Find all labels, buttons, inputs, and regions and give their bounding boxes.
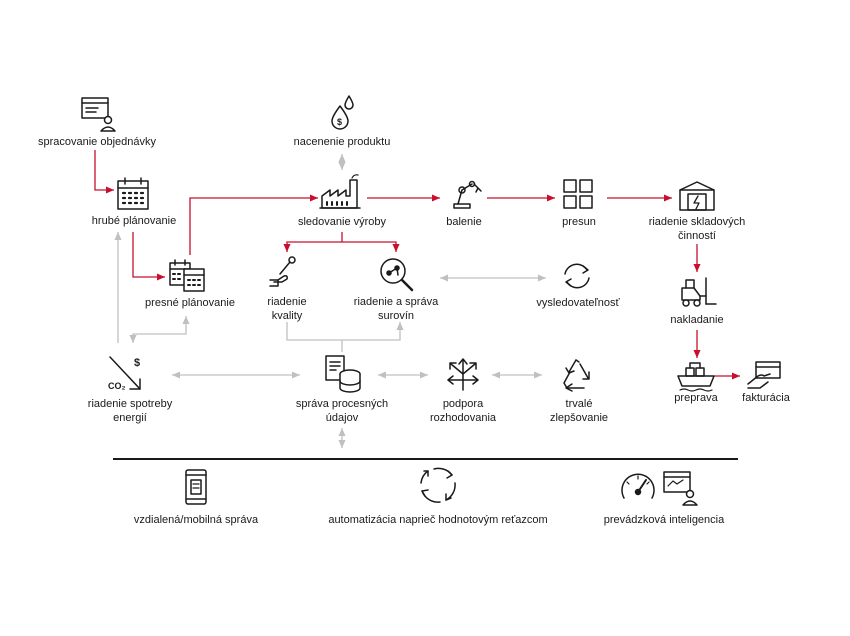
node-invoicing: fakturácia (742, 392, 790, 404)
quality-hand-icon (269, 256, 296, 287)
node-traceability: vysledovateľnosť (536, 297, 620, 309)
arrow-rough-to-precise (132, 232, 165, 281)
node-packing: balenie (446, 216, 482, 228)
automation-cycle-icon (420, 467, 456, 503)
calendar-icon (117, 177, 149, 210)
link-quality-materials-data (286, 322, 404, 341)
price-dollar-glyph: $ (337, 117, 342, 127)
arrow-branch-to-quality (283, 241, 342, 252)
arrow-branch-to-materials (342, 241, 400, 252)
speedometer-icon (621, 473, 655, 499)
invoice-card-icon (747, 361, 781, 389)
node-pricing: nacenenie produktu (293, 136, 391, 148)
energy-icon (109, 356, 141, 390)
magnifier-molecule-icon (380, 258, 414, 292)
decision-arrows-icon (447, 358, 479, 391)
forklift-icon (681, 277, 717, 307)
node-transport: preprava (674, 392, 718, 404)
arrow-precise-to-tracking (189, 194, 318, 255)
node-precise-planning: presné plánovanie (145, 297, 235, 309)
dollar-glyph: $ (134, 357, 140, 369)
footer-mobile-management: vzdialená/mobilná správa (133, 514, 259, 526)
node-rough-planning: hrubé plánovanie (91, 215, 177, 227)
price-drops-icon (331, 95, 354, 130)
robot-arm-icon (453, 180, 482, 209)
database-document-icon (325, 355, 361, 393)
mobile-phone-icon (185, 469, 207, 505)
double-calendar-icon (169, 259, 205, 292)
ship-icon (677, 362, 715, 392)
link-precise-energy (129, 316, 190, 343)
node-loading: nakladanie (670, 314, 724, 326)
node-order-processing: spracovanie objednávky (37, 136, 157, 148)
order-form-icon (81, 97, 116, 132)
footer-automation: automatizácia naprieč hodnotovým reťazco… (328, 514, 548, 526)
operator-screen-icon (663, 471, 698, 506)
factory-icon (319, 174, 361, 209)
warehouse-icon (679, 181, 715, 211)
grid-squares-icon (563, 179, 593, 209)
node-move: presun (562, 216, 596, 228)
co2-glyph: CO₂ (108, 381, 126, 391)
recycle-triangle-icon (563, 359, 590, 392)
cycle-arrows-icon (564, 263, 590, 289)
arrow-order-to-rough (94, 150, 114, 194)
footer-operational-intelligence: prevádzková inteligencia (603, 514, 725, 526)
node-production-tracking: sledovanie výroby (297, 216, 387, 228)
